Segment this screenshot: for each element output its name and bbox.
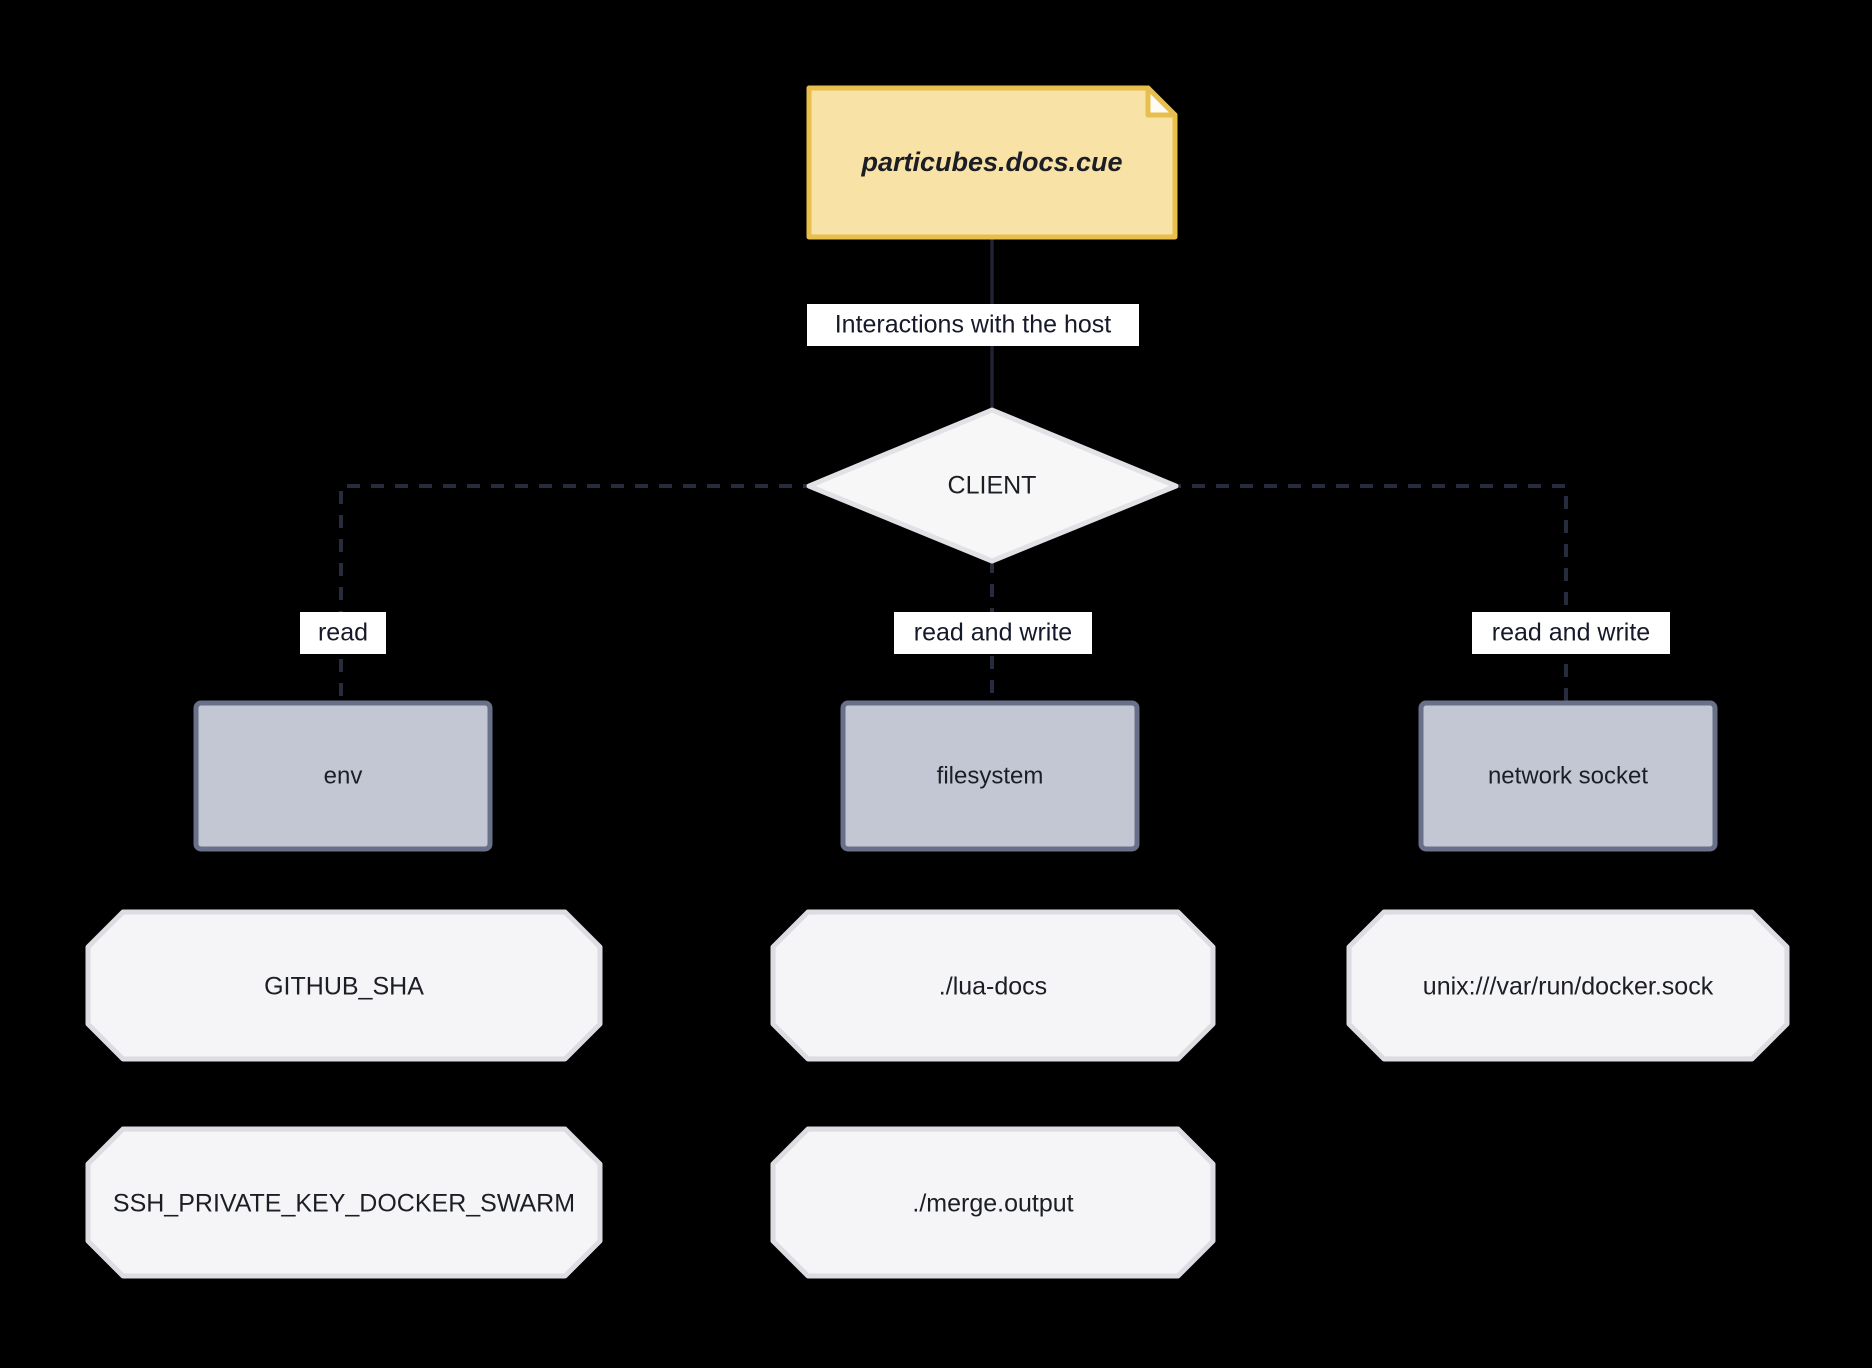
edge-label-text: read and write	[1492, 619, 1650, 647]
edge-label-read-and-write-net: read and write	[1472, 612, 1670, 654]
lua-docs-octagon-shape	[770, 909, 1216, 1062]
lua-docs-label: ./lua-docs	[939, 973, 1047, 1001]
merge-output-label: ./merge.output	[912, 1190, 1073, 1218]
github-sha-octagon-shape	[85, 909, 603, 1062]
node-resource-filesystem[interactable]: filesystem	[840, 700, 1140, 852]
edge-label-bg	[1472, 612, 1670, 654]
node-value-lua-docs[interactable]: ./lua-docs	[770, 909, 1216, 1062]
docker-sock-octagon-shape	[1346, 909, 1790, 1062]
node-note-particubes[interactable]: particubes.docs.cue	[806, 85, 1178, 240]
edge-client-to-network-socket	[1168, 484, 1568, 705]
edge-label-text: read	[318, 619, 368, 647]
network-socket-rect-shape	[1418, 700, 1718, 852]
note-fold-corner-icon	[1145, 85, 1178, 118]
edge-line-dashed-env	[339, 484, 816, 705]
edge-line-dashed-network	[1168, 484, 1568, 705]
note-shape	[806, 85, 1178, 240]
node-decision-client[interactable]: CLIENT	[806, 407, 1179, 564]
note-label: particubes.docs.cue	[860, 147, 1122, 177]
edge-label-bg	[807, 304, 1139, 346]
node-resource-env[interactable]: env	[193, 700, 493, 852]
edge-label-read-and-write-fs: read and write	[894, 612, 1092, 654]
network-socket-label: network socket	[1488, 762, 1648, 789]
docker-sock-label: unix:///var/run/docker.sock	[1423, 973, 1714, 1001]
ssh-private-key-label: SSH_PRIVATE_KEY_DOCKER_SWARM	[113, 1190, 575, 1218]
edge-label-bg	[894, 612, 1092, 654]
filesystem-label: filesystem	[937, 762, 1044, 789]
node-resource-network-socket[interactable]: network socket	[1418, 700, 1718, 852]
node-value-merge-output[interactable]: ./merge.output	[770, 1126, 1216, 1279]
node-value-ssh-private-key[interactable]: SSH_PRIVATE_KEY_DOCKER_SWARM	[85, 1126, 603, 1279]
edge-label-bg	[300, 612, 386, 654]
filesystem-rect-shape	[840, 700, 1140, 852]
ssh-private-key-octagon-shape	[85, 1126, 603, 1279]
merge-output-octagon-shape	[770, 1126, 1216, 1279]
edge-label-interactions: Interactions with the host	[807, 304, 1139, 346]
node-value-docker-sock[interactable]: unix:///var/run/docker.sock	[1346, 909, 1790, 1062]
edge-label-text: read and write	[914, 619, 1072, 647]
diamond-shape	[806, 407, 1179, 564]
edge-label-text: Interactions with the host	[835, 311, 1112, 339]
env-label: env	[324, 762, 363, 789]
env-rect-shape	[193, 700, 493, 852]
edge-client-to-env	[339, 484, 816, 705]
node-value-github-sha[interactable]: GITHUB_SHA	[85, 909, 603, 1062]
github-sha-label: GITHUB_SHA	[264, 973, 424, 1001]
edge-label-read: read	[300, 612, 386, 654]
client-label: CLIENT	[948, 472, 1037, 500]
